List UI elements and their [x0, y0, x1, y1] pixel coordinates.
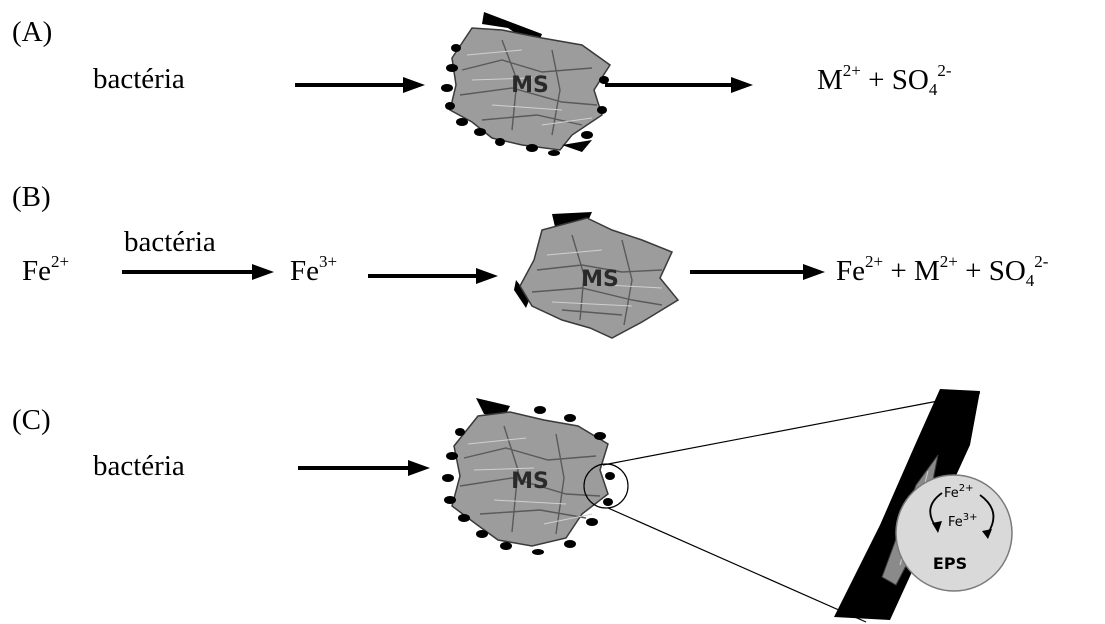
panel-a-products: M2+ + SO42-	[817, 61, 952, 99]
panel-b-arrow-3	[690, 262, 825, 282]
panel-a-mineral: MS	[441, 10, 612, 156]
eps-label: EPS	[933, 554, 967, 573]
panel-b-arrow-2	[368, 266, 498, 286]
inset-fe3-label: Fe3+	[948, 512, 978, 530]
panel-c-arrow	[298, 458, 430, 478]
panel-a-label: (A)	[12, 16, 53, 48]
panel-b-products: Fe2+ + M2+ + SO42-	[836, 252, 1049, 290]
panel-c-mineral-label: MS	[511, 469, 549, 494]
panel-a-arrow-left	[295, 75, 425, 95]
panel-b-arrow-1	[122, 262, 274, 282]
panel-b-fe2-reactant: Fe2+	[22, 252, 70, 287]
panel-c-mineral: MS	[440, 396, 629, 556]
eps-layer	[895, 474, 1013, 592]
panel-a-arrow-right	[605, 75, 753, 95]
panel-b-bacteria-label: bactéria	[124, 226, 216, 258]
inset-fe2-label: Fe2+	[944, 483, 974, 501]
panel-b-label: (B)	[12, 181, 51, 213]
panel-b-mineral-label: MS	[581, 267, 619, 292]
panel-c-bacteria-label: bactéria	[93, 450, 185, 482]
panel-b-mineral: MS	[512, 210, 682, 340]
panel-a-mineral-label: MS	[511, 73, 549, 98]
panel-c-label: (C)	[12, 404, 51, 436]
panel-c-inset: Fe2+ Fe3+ EPS	[820, 385, 1020, 624]
panel-b-fe3-intermediate: Fe3+	[290, 252, 338, 287]
panel-a-bacteria-label: bactéria	[93, 63, 185, 95]
